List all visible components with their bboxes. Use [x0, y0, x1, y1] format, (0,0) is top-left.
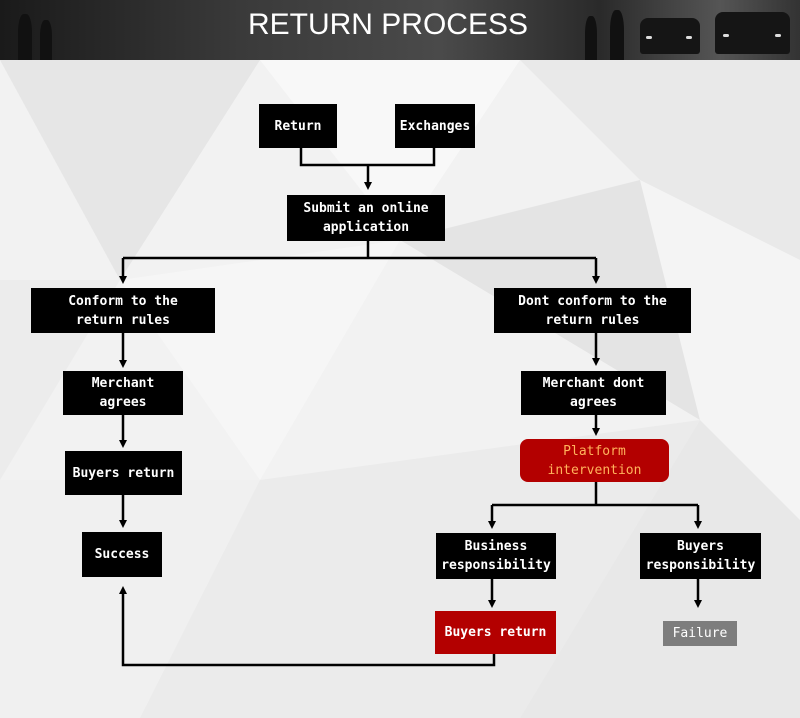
pedestrian-silhouette	[585, 16, 597, 60]
return-node: Return	[259, 104, 337, 148]
success-node: Success	[82, 532, 162, 577]
pedestrian-silhouette	[18, 14, 32, 60]
submit-application-node: Submit an online application	[287, 195, 445, 241]
merchant-dont-agrees-node: Merchant dont agrees	[521, 371, 666, 415]
car-silhouette	[715, 12, 790, 54]
pedestrian-silhouette	[610, 10, 624, 60]
business-responsibility-node: Business responsibility	[436, 533, 556, 579]
conform-rules-node: Conform to the return rules	[31, 288, 215, 333]
merchant-agrees-node: Merchant agrees	[63, 371, 183, 415]
pedestrian-silhouette	[40, 20, 52, 60]
platform-intervention-node: Platform intervention	[520, 439, 669, 482]
dont-conform-rules-node: Dont conform to the return rules	[494, 288, 691, 333]
buyers-responsibility-node: Buyers responsibility	[640, 533, 761, 579]
buyers-return-node: Buyers return	[65, 451, 182, 495]
buyers-return-highlight-node: Buyers return	[435, 611, 556, 654]
header-banner: RETURN PROCESS	[0, 0, 800, 60]
exchanges-node: Exchanges	[395, 104, 475, 148]
car-silhouette	[640, 18, 700, 54]
failure-node: Failure	[663, 621, 737, 646]
page-title: RETURN PROCESS	[247, 8, 529, 41]
